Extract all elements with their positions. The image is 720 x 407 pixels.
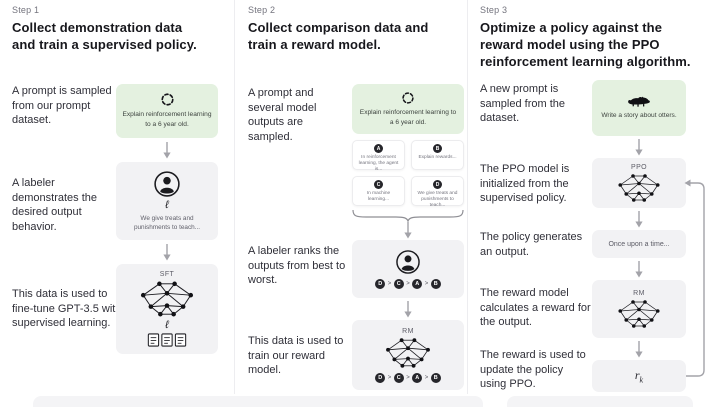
- down-arrow-icon: [404, 222, 412, 239]
- prompt-box: Explain reinforcement learning to a 6 ye…: [116, 84, 218, 138]
- down-arrow-icon: [163, 142, 171, 159]
- otter-icon: [628, 96, 650, 107]
- step-2-caption-train: This data is used to train our reward mo…: [248, 335, 344, 377]
- labeler-note: We give treats and punishments to teach.…: [133, 214, 201, 231]
- ranking-item: C: [393, 279, 404, 289]
- sampling-icon: [160, 93, 174, 107]
- output-badge: C: [374, 180, 383, 189]
- ranking-item: A: [412, 279, 423, 289]
- rm-model-box: RM D > C > A > B: [352, 320, 464, 390]
- step-2-heading: Collect comparison data and train a rewa…: [248, 20, 429, 53]
- ranking-item: C: [393, 372, 404, 383]
- output-text: We give treats and punishments to teach.…: [417, 191, 458, 209]
- prompt-box: Write a story about otters.: [592, 80, 686, 136]
- ppo-model-box: PPO: [592, 158, 686, 208]
- next-section-edge: [33, 396, 483, 407]
- ranking-separator: >: [406, 281, 410, 287]
- ranking-separator: >: [387, 374, 392, 381]
- next-section-edge: [507, 396, 693, 407]
- step-1-heading: Collect demonstration data and train a s…: [12, 20, 197, 53]
- step-1-caption-labeler: A labeler demonstrates the desired outpu…: [12, 177, 97, 233]
- step-2-caption-labeler: A labeler ranks the outputs from best to…: [248, 245, 346, 287]
- documents-icon: [147, 333, 187, 347]
- rm-model-box: RM: [592, 280, 686, 338]
- feedback-loop-arrow: [684, 179, 705, 377]
- policy-output-box: Once upon a time...: [592, 230, 686, 258]
- step-3-heading: Optimize a policy against the reward mod…: [480, 20, 691, 70]
- step-3-label: Step 3: [480, 5, 508, 15]
- model-output-card: D We give treats and punishments to teac…: [411, 176, 464, 208]
- network-icon: [386, 337, 430, 368]
- sampling-icon: [402, 92, 414, 104]
- output-text: In machine learning...: [366, 191, 391, 203]
- labeler-icon: [154, 171, 180, 197]
- step-1-caption-prompt: A prompt is sampled from our prompt data…: [12, 85, 112, 127]
- policy-output-text: Once upon a time...: [608, 240, 670, 248]
- step-3-caption-reward: The reward model calculates a reward for…: [480, 287, 591, 329]
- model-output-card: C In machine learning...: [352, 176, 405, 206]
- step-1-caption-train: This data is used to fine-tune GPT-3.5 w…: [12, 288, 122, 330]
- ranking-separator: >: [424, 374, 429, 381]
- step-3-caption-output: The policy generates an output.: [480, 231, 583, 258]
- model-output-card: B Explain rewards...: [411, 140, 464, 170]
- ranking-item: B: [430, 279, 441, 289]
- ranking-item: D: [375, 372, 386, 383]
- column-divider: [234, 0, 235, 394]
- step-2-label: Step 2: [248, 5, 276, 15]
- output-badge: A: [374, 144, 383, 153]
- down-arrow-icon: [404, 301, 412, 318]
- rm-label: RM: [633, 289, 645, 297]
- prompt-text: Explain reinforcement learning to a 6 ye…: [122, 111, 212, 128]
- step-1-label: Step 1: [12, 5, 40, 15]
- down-arrow-icon: [635, 261, 643, 278]
- ranking-row: D > C > A > B: [375, 279, 441, 289]
- rm-label: RM: [402, 327, 414, 335]
- pen-icon: ℓ: [165, 198, 169, 211]
- column-divider: [467, 0, 468, 394]
- ranking-item: A: [412, 372, 423, 383]
- ranking-separator: >: [387, 281, 392, 287]
- ranking-separator: >: [406, 374, 410, 381]
- down-arrow-icon: [635, 139, 643, 156]
- ranking-row: D > C > A > B: [375, 372, 441, 383]
- step-3-caption-init: The PPO model is initialized from the su…: [480, 163, 570, 205]
- down-arrow-icon: [635, 211, 643, 228]
- ranking-item: D: [375, 279, 386, 289]
- ppo-label: PPO: [631, 163, 647, 171]
- output-badge: B: [433, 144, 442, 153]
- reward-symbol: rk: [634, 367, 644, 385]
- ranking-item: B: [430, 372, 441, 383]
- underbrace-icon: [352, 209, 464, 222]
- output-badge: D: [433, 180, 442, 189]
- down-arrow-icon: [163, 244, 171, 261]
- step-2-caption-prompt: A prompt and several model outputs are s…: [248, 87, 317, 143]
- prompt-text: Explain reinforcement learning to a 6 ye…: [359, 108, 457, 126]
- labeler-rank-box: D > C > A > B: [352, 240, 464, 298]
- network-icon: [618, 173, 660, 202]
- prompt-box: Explain reinforcement learning to a 6 ye…: [352, 84, 464, 134]
- model-output-card: A In reinforcement learning, the agent i…: [352, 140, 405, 172]
- network-icon: [618, 299, 660, 328]
- down-arrow-icon: [635, 341, 643, 358]
- step-3-caption-update: The reward is used to update the policy …: [480, 349, 586, 391]
- labeler-demo-box: ℓ We give treats and punishments to teac…: [116, 162, 218, 240]
- ranking-separator: >: [424, 281, 429, 287]
- sft-model-box: SFT ℓ: [116, 264, 218, 354]
- output-text: In reinforcement learning, the agent is.…: [358, 155, 399, 173]
- sft-label: SFT: [159, 271, 175, 278]
- reward-value-box: rk: [592, 360, 686, 392]
- output-text: Explain rewards...: [418, 155, 457, 160]
- pen-icon: ℓ: [165, 319, 169, 331]
- labeler-icon: [396, 250, 420, 274]
- step-3-caption-prompt: A new prompt is sampled from the dataset…: [480, 83, 565, 125]
- prompt-text: Write a story about otters.: [601, 112, 677, 120]
- network-icon: [140, 281, 194, 317]
